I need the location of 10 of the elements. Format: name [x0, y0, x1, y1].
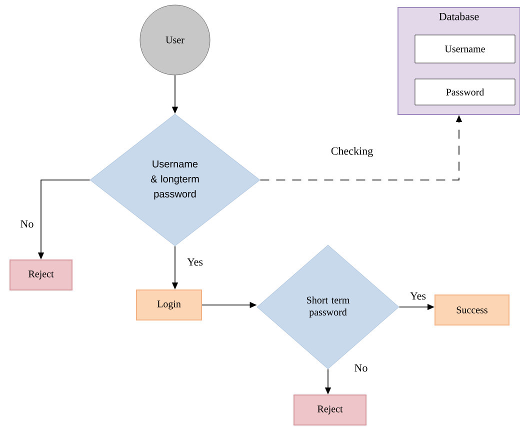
edge-label: Checking	[330, 146, 374, 158]
field-box: Password	[414, 78, 516, 106]
process-box: Success	[434, 294, 510, 326]
edge-label: Yes	[409, 291, 427, 301]
edge-label: Yes	[186, 257, 204, 267]
process-box: Login	[136, 290, 202, 320]
edge-label: No	[19, 219, 35, 229]
process-box: Reject	[10, 260, 72, 290]
process-box: Reject	[294, 394, 366, 426]
field-box: Username	[414, 34, 516, 64]
